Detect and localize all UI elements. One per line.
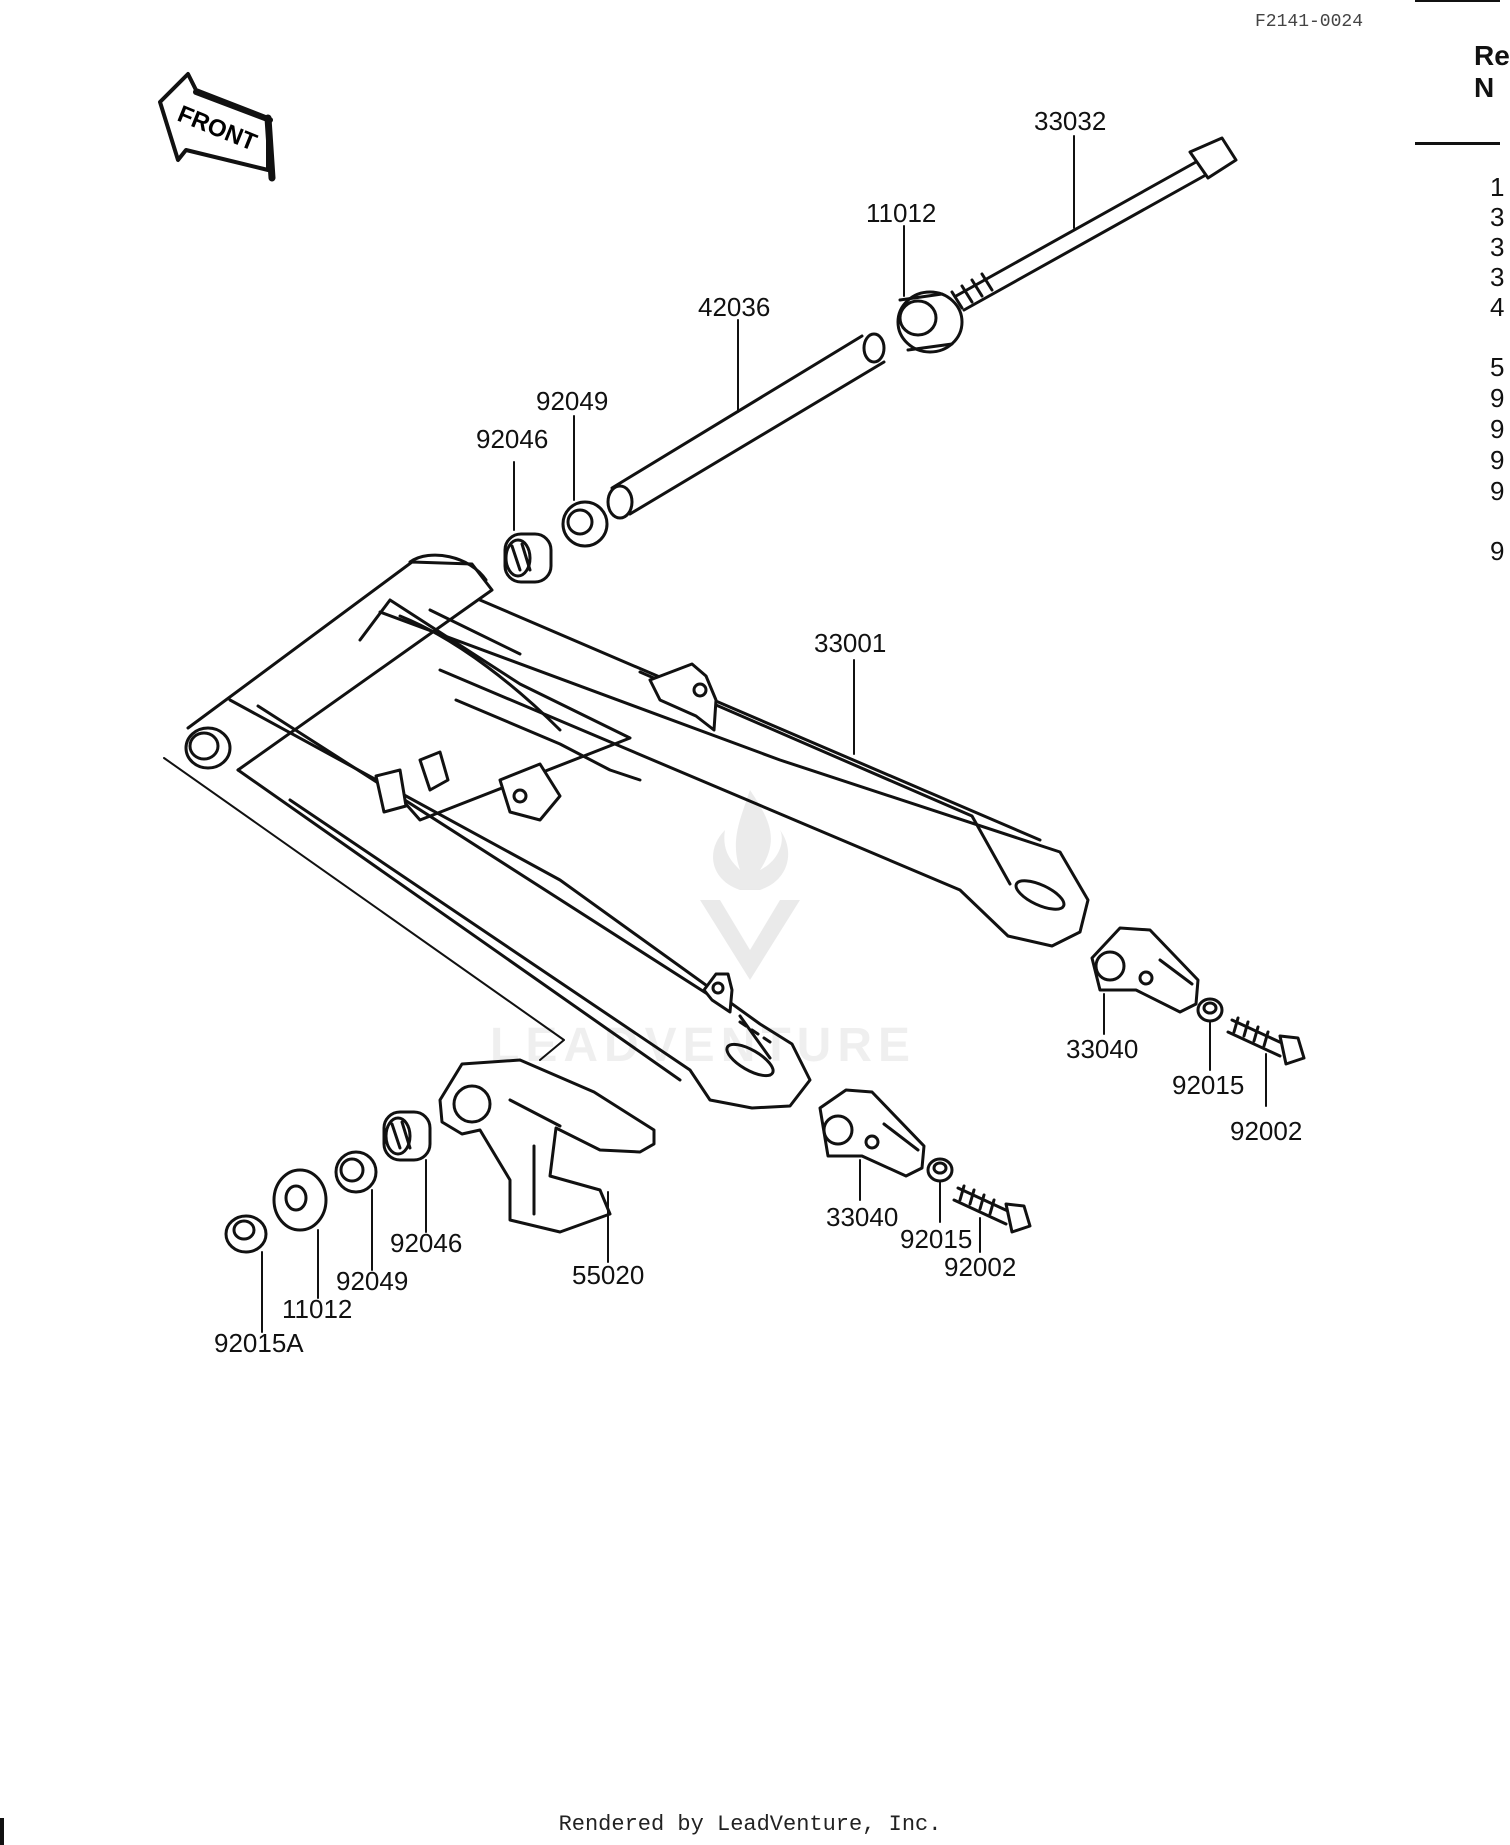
callout-92049-top: 92049 [536,386,608,416]
ref-header-line1: Re [1474,40,1510,71]
side-ref-8: 9 [1490,414,1505,444]
chain-guide-55020 [438,1058,656,1234]
side-ref-6: 5 [1490,352,1505,382]
callout-33001: 33001 [814,628,886,658]
spacer-92049-bottom [334,1150,378,1194]
callout-92046-top: 92046 [476,424,548,454]
nut-92015-left [926,1157,954,1183]
side-ref-1: 1 [1490,172,1505,202]
side-ref-7: 9 [1490,383,1505,413]
chain-adjuster-33040-left [818,1088,926,1178]
edge-mark [0,1818,4,1845]
callout-42036: 42036 [698,292,770,322]
side-ref-3: 3 [1490,232,1505,262]
front-arrow-icon [158,72,276,182]
header-rule [1415,142,1500,145]
callout-33040-right: 33040 [1066,1034,1138,1064]
side-ref-10: 9 [1490,476,1505,506]
callout-92002-left: 92002 [944,1252,1016,1282]
callout-92015-left: 92015 [900,1224,972,1254]
side-ref-9: 9 [1490,445,1505,475]
callout-92015A: 92015A [214,1328,304,1358]
callout-92049-bottom: 92049 [336,1266,408,1296]
watermark-text: LEADVENTURE [490,1019,917,1072]
side-ref-4: 3 [1490,262,1505,292]
figure-code: F2141-0024 [1255,12,1364,32]
seal-11012-bottom [272,1168,328,1232]
pivot-bolt-33032 [950,136,1238,312]
callout-92002-right: 92002 [1230,1116,1302,1146]
header-rule-top [1415,0,1500,2]
ref-header-line2: N [1474,72,1495,103]
side-ref-2: 3 [1490,202,1505,232]
callout-11012-top: 11012 [866,198,936,228]
callout-33040-left: 33040 [826,1202,898,1232]
side-ref-5: 4 [1490,292,1505,322]
footer-credit: Rendered by LeadVenture, Inc. [558,1812,942,1837]
bolt-92002-left [952,1184,1032,1234]
swing-arm-33001 [163,553,1090,1110]
bolt-92002-right [1226,1016,1306,1066]
callout-92015-right: 92015 [1172,1070,1244,1100]
bearing-92046-bottom [382,1110,432,1162]
nut-92015-right [1196,997,1224,1023]
seal-11012-top [896,290,964,354]
watermark-logo-icon [700,790,800,980]
bearing-92046-top [503,532,553,584]
spacer-92049-top [561,500,609,548]
collar-42036 [606,332,886,520]
leader-lines [261,135,1267,1333]
callout-55020: 55020 [572,1260,644,1290]
side-ref-11: 9 [1490,536,1505,566]
nut-92015A [224,1214,268,1254]
callout-11012-bottom: 11012 [282,1294,352,1324]
callout-33032: 33032 [1034,106,1106,136]
callout-92046-bottom: 92046 [390,1228,462,1258]
chain-adjuster-33040-right [1090,926,1200,1014]
